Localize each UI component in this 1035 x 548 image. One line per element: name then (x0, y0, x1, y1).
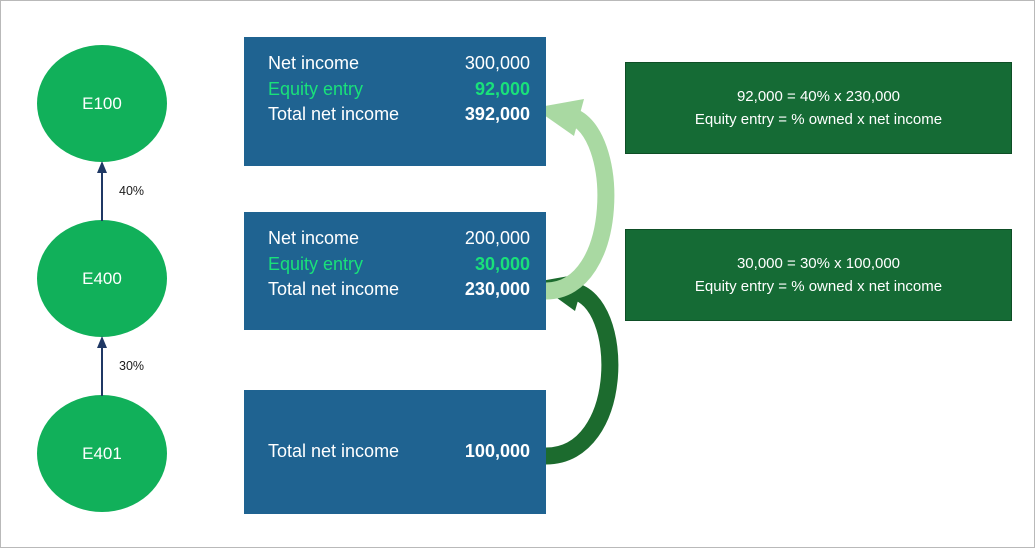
net-income-value-e100: 300,000 (464, 53, 530, 73)
note-box-e400: 30,000 = 30% x 100,000 Equity entry = % … (625, 229, 1012, 321)
note-e100-line1: 92,000 = 40% x 230,000 (736, 87, 901, 105)
note-e400-line1: 30,000 = 30% x 100,000 (736, 254, 901, 272)
row-equity-entry-e400: Equity entry 30,000 (268, 252, 530, 278)
total-net-income-label-e401: Total net income (268, 441, 400, 462)
net-income-label-e400: Net income (268, 228, 360, 248)
income-box-e401: Total net income 100,000 (244, 390, 546, 514)
ownership-arrow-40-icon (97, 161, 107, 221)
note-e100-line2: Equity entry = % owned x net income (694, 111, 943, 128)
net-income-value-e400: 200,000 (464, 228, 530, 248)
entity-circle-e400: E400 (37, 220, 167, 337)
net-income-label-e100: Net income (268, 53, 360, 73)
income-box-e400: Net income 200,000 Equity entry 30,000 T… (244, 212, 546, 330)
total-net-income-label-e100: Total net income (268, 104, 400, 125)
total-net-income-value-e401: 100,000 (464, 441, 530, 462)
entity-circle-e100: E100 (37, 45, 167, 162)
row-total-net-income-e400: Total net income 230,000 (268, 277, 530, 303)
note-e400-line2: Equity entry = % owned x net income (694, 278, 943, 295)
ownership-label-30: 30% (119, 359, 145, 373)
row-total-net-income-e100: Total net income 392,000 (268, 102, 530, 128)
row-equity-entry-e100: Equity entry 92,000 (268, 77, 530, 103)
entity-label-e400: E400 (82, 268, 122, 288)
ownership-arrow-30-icon (97, 336, 107, 396)
note-box-e100: 92,000 = 40% x 230,000 Equity entry = % … (625, 62, 1012, 154)
row-net-income-e400: Net income 200,000 (268, 226, 530, 252)
income-box-e100: Net income 300,000 Equity entry 92,000 T… (244, 37, 546, 166)
ownership-label-40: 40% (119, 184, 145, 198)
row-net-income-e100: Net income 300,000 (268, 51, 530, 77)
equity-entry-label-e400: Equity entry (268, 253, 364, 274)
equity-entry-value-e400: 30,000 (474, 253, 530, 274)
entity-circle-e401: E401 (37, 395, 167, 512)
equity-entry-label-e100: Equity entry (268, 78, 364, 99)
total-net-income-value-e400: 230,000 (464, 279, 530, 300)
entity-label-e100: E100 (82, 93, 122, 113)
equity-entry-value-e100: 92,000 (474, 78, 530, 99)
entity-label-e401: E401 (82, 443, 122, 463)
total-net-income-label-e400: Total net income (268, 279, 400, 300)
total-net-income-value-e100: 392,000 (464, 104, 530, 125)
row-total-net-income-e401: Total net income 100,000 (268, 439, 530, 465)
